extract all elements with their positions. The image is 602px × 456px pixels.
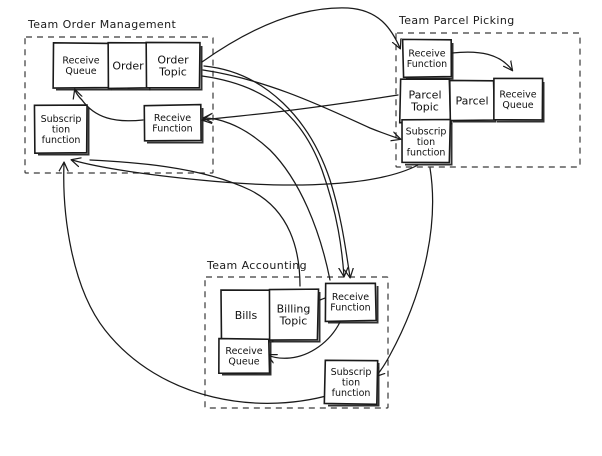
group-label-team-accounting: Team Accounting [206,259,307,272]
node-label-pp-receive-queue: ReceiveQueue [499,90,536,112]
node-pp-receive-queue[interactable]: ReceiveQueue [494,78,544,121]
node-ac-receive-queue[interactable]: ReceiveQueue [219,339,271,375]
node-pp-parcel-topic[interactable]: ParcelTopic [400,79,452,124]
connector-pp-parcel-topic-to-om-receive-function [203,95,398,120]
node-label-ac-receive-function: ReceiveFunction [330,292,370,314]
nodes-layer: ReceiveQueueOrderOrderTopicReceiveFuncti… [34,39,543,405]
connector-ac-subscription-to-om-subscription [64,163,340,403]
node-ac-billing-topic[interactable]: BillingTopic [269,289,319,341]
connector-pp-receive-function-to-pp-receive-queue [452,52,512,70]
connector-om-order-topic-to-ac-receive-function [204,66,350,277]
node-om-receive-queue[interactable]: ReceiveQueue [53,43,110,90]
node-label-pp-receive-function: ReceiveFunction [407,49,447,70]
connector-ac-receive-function-to-om-receive-function [204,118,330,280]
node-ac-bills[interactable]: Bills [221,290,273,342]
node-om-subscription[interactable]: Subscriptionfunction [34,105,88,155]
node-label-om-receive-function: ReceiveFunction [152,113,192,135]
connector-pp-parcel-topic-to-ac-subscription [376,168,433,376]
connector-om-order-topic-to-pp-receive-function [202,8,400,62]
node-pp-subscription[interactable]: Subscriptionfunction [402,119,452,164]
node-om-order[interactable]: Order [108,43,149,90]
node-pp-parcel[interactable]: Parcel [450,80,496,121]
group-label-team-parcel-picking: Team Parcel Picking [398,14,515,27]
node-ac-receive-function[interactable]: ReceiveFunction [325,283,377,322]
node-label-pp-parcel-topic: ParcelTopic [408,88,441,113]
node-label-om-order-topic: OrderTopic [157,53,189,78]
node-label-ac-receive-queue: ReceiveQueue [225,346,262,368]
node-label-ac-bills: Bills [235,309,258,322]
connector-om-order-topic-to-pp-subscription [203,70,400,139]
node-label-pp-parcel: Parcel [455,94,488,107]
node-label-ac-billing-topic: BillingTopic [277,302,311,327]
node-pp-receive-function[interactable]: ReceiveFunction [403,39,453,78]
node-om-order-topic[interactable]: OrderTopic [146,42,201,89]
group-label-team-order-management: Team Order Management [27,18,176,31]
node-ac-subscription[interactable]: Subscriptionfunction [324,360,378,405]
node-label-om-order: Order [112,59,144,72]
node-om-receive-function[interactable]: ReceiveFunction [144,105,202,143]
node-label-om-receive-queue: ReceiveQueue [62,56,99,77]
